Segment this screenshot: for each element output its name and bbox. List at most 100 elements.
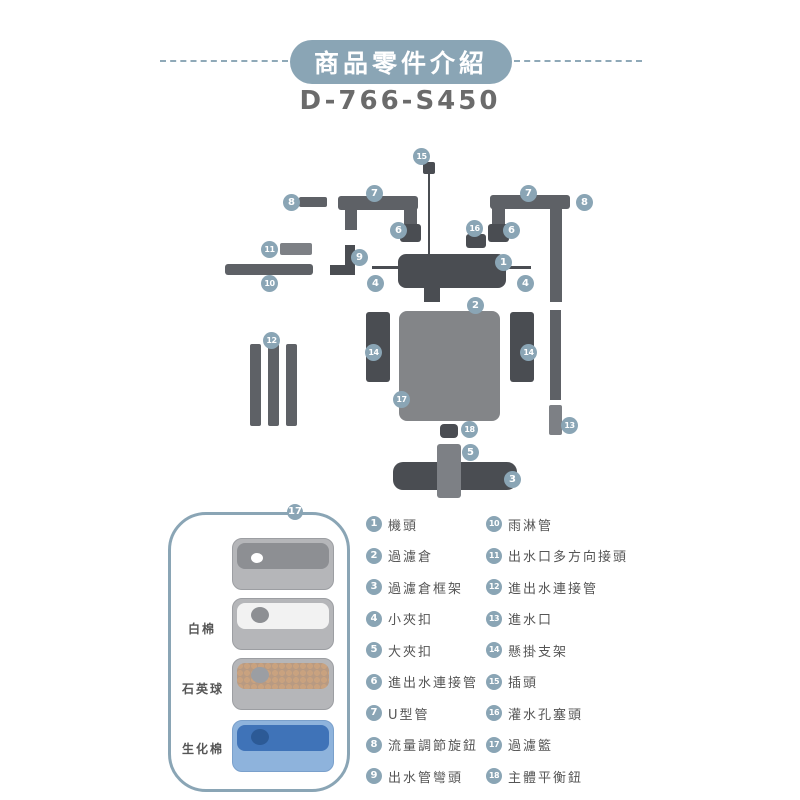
callout-badge-16: 16	[466, 220, 483, 237]
legend-number-badge: 15	[486, 673, 502, 690]
legend-item-18: 18 主體平衡鈕	[486, 766, 583, 786]
intake-tube-12c	[286, 344, 297, 426]
intake-tube-12a	[250, 344, 261, 426]
header-dash-left	[160, 60, 288, 62]
legend-number-badge: 9	[366, 768, 382, 784]
legend-number-badge: 11	[486, 547, 502, 564]
legend-number-badge: 2	[366, 547, 382, 564]
callout-badge-4: 4	[517, 275, 534, 292]
basket-callout-badge: 17	[287, 504, 303, 520]
legend-number-badge: 12	[486, 579, 502, 595]
tray-pipe-hole	[251, 729, 269, 745]
flow-knob-left	[299, 197, 327, 207]
legend-label: 過濾倉	[388, 550, 434, 565]
callout-badge-2: 2	[467, 297, 484, 314]
u-tube-left-leg2	[404, 206, 417, 228]
u-tube-right-leg	[492, 206, 505, 228]
callout-badge-6: 6	[390, 222, 407, 239]
legend-number-badge: 6	[366, 673, 382, 690]
power-cord	[428, 172, 430, 254]
callout-badge-7: 7	[520, 185, 537, 202]
intake-pipe-lower	[550, 310, 561, 400]
quartz-ball-tray	[232, 658, 334, 710]
legend-item-17: 17 過濾籃	[486, 735, 553, 755]
u-tube-right	[490, 195, 570, 209]
legend-label: 進出水連接管	[508, 581, 599, 597]
legend-label: 流量調節旋鈕	[388, 739, 479, 754]
legend-label: 機頭	[388, 518, 419, 534]
legend-label: 雨淋管	[508, 518, 554, 534]
u-tube-left-leg1	[345, 206, 357, 230]
legend-item-8: 8 流量調節旋鈕	[366, 735, 478, 755]
outlet-elbow	[345, 245, 355, 273]
callout-badge-5: 5	[462, 444, 479, 461]
legend-label: U型管	[388, 707, 430, 723]
tray-pipe-hole	[251, 667, 269, 683]
fill-plug	[466, 234, 486, 248]
tray-pipe-hole	[251, 607, 269, 623]
multi-nozzle	[280, 243, 312, 255]
legend-number-badge: 13	[486, 610, 502, 627]
legend-item-12: 12 進出水連接管	[486, 577, 598, 597]
section-title: 商品零件介紹	[290, 40, 512, 84]
callout-badge-17: 17	[393, 391, 410, 408]
u-tube-left	[338, 196, 418, 210]
intake-tube-12b	[268, 344, 279, 426]
callout-badge-15: 15	[413, 148, 430, 165]
legend-item-15: 15 插頭	[486, 672, 538, 692]
legend-item-14: 14 懸掛支架	[486, 640, 568, 660]
legend-item-7: 7 U型管	[366, 703, 430, 723]
legend-number-badge: 14	[486, 642, 502, 658]
intake-pipe-upper	[550, 206, 562, 302]
callout-badge-7: 7	[366, 185, 383, 202]
callout-badge-9: 9	[351, 249, 368, 266]
legend-number-badge: 7	[366, 705, 382, 721]
legend-number-badge: 8	[366, 736, 382, 753]
legend-label: 灌水孔塞頭	[508, 707, 584, 723]
legend-label: 懸掛支架	[508, 644, 569, 660]
callout-badge-4: 4	[367, 275, 384, 292]
pump-shaft	[424, 288, 440, 302]
callout-badge-14: 14	[520, 344, 537, 361]
legend-number-badge: 4	[366, 610, 382, 627]
callout-badge-13: 13	[561, 417, 578, 434]
legend-item-16: 16 灌水孔塞頭	[486, 703, 583, 723]
filter-basket-panel	[168, 512, 350, 792]
lid-center-hole	[251, 553, 263, 563]
legend-number-badge: 17	[486, 736, 502, 753]
bio-sponge-tray	[232, 720, 334, 772]
legend-label: 過濾籃	[508, 739, 554, 754]
callout-badge-18: 18	[461, 421, 478, 438]
header-dash-right	[514, 60, 642, 62]
callout-badge-14: 14	[365, 344, 382, 361]
plug-icon	[423, 162, 435, 174]
legend-number-badge: 3	[366, 579, 382, 595]
callout-badge-11: 11	[261, 241, 278, 258]
spray-bar	[225, 264, 313, 275]
legend-label: 主體平衡鈕	[508, 770, 584, 786]
outlet-elbow-foot	[330, 265, 355, 275]
callout-badge-10: 10	[261, 275, 278, 292]
legend-item-2: 2 過濾倉	[366, 546, 433, 566]
layer-label-quartz-balls: 石英球	[182, 682, 225, 696]
legend-number-badge: 16	[486, 705, 502, 721]
legend-item-3: 3 過濾倉框架	[366, 577, 463, 597]
legend-label: 插頭	[508, 676, 539, 691]
clip-4-right	[503, 266, 531, 269]
callout-badge-1: 1	[495, 254, 512, 271]
layer-label-bio-sponge: 生化棉	[182, 742, 225, 756]
legend-label: 小夾扣	[388, 613, 434, 628]
pump-head	[398, 254, 506, 288]
callout-badge-12: 12	[263, 332, 280, 349]
legend-label: 過濾倉框架	[388, 581, 464, 597]
legend-number-badge: 18	[486, 768, 502, 784]
legend-item-4: 4 小夾扣	[366, 609, 433, 629]
white-cotton-tray	[232, 598, 334, 650]
